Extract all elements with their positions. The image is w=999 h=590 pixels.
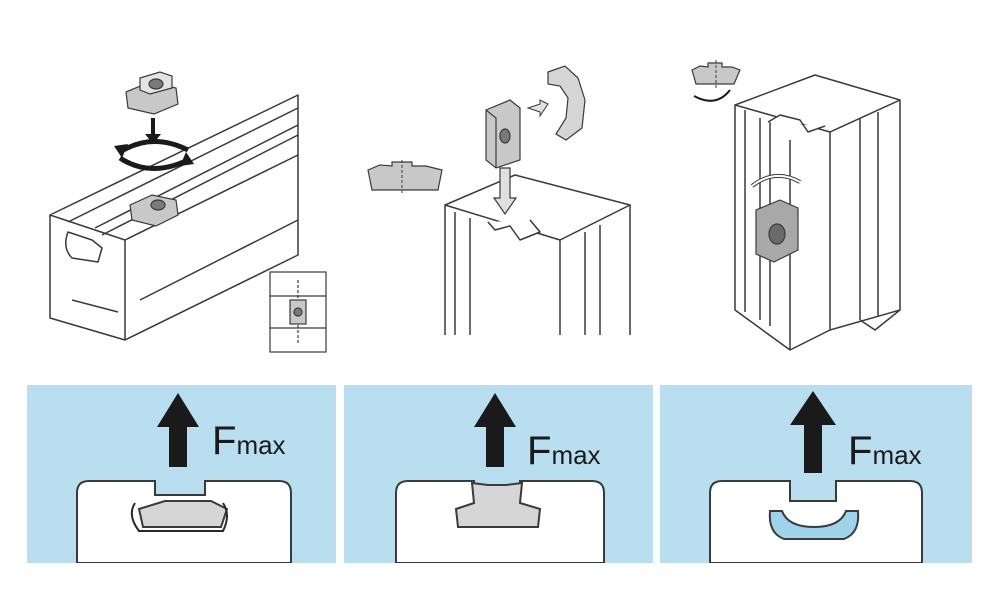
force-symbol: F [527,429,552,473]
force-panel-2: Fmax [344,385,653,563]
force-subscript: max [872,440,922,470]
installed-nut [755,199,799,263]
force-arrow-icon [790,391,836,473]
t-nut-cross-section [454,481,542,528]
fmax-label: Fmax [848,429,922,474]
force-panel-3: Fmax [660,385,972,563]
t-nut-cross-section [768,510,860,540]
fmax-label: Fmax [212,419,286,464]
force-arrow-icon [474,393,516,467]
left-arrow-icon [526,99,549,118]
t-nut-cross-section [137,500,229,528]
rail-with-nut-figure [49,71,327,353]
nut-above [125,71,179,115]
fmax-label: Fmax [527,429,601,474]
down-arrow-icon [492,167,518,216]
column-installed-figure [691,60,901,351]
nut-profile [691,62,741,85]
force-subscript: max [551,440,601,470]
force-symbol: F [212,419,237,463]
nut-in-slot [129,194,179,227]
square-nut [485,99,521,169]
spring-wire [693,89,731,102]
force-subscript: max [236,430,286,460]
rotation-arrow-icon [114,139,194,171]
spring-clip [547,65,586,141]
force-symbol: F [848,429,873,473]
inset-detail [269,271,327,353]
profile-cross-section [709,480,923,563]
nut-profile [367,161,443,191]
force-panel-1: Fmax [27,385,336,563]
column-insert-figure [367,65,631,335]
force-arrow-icon [157,393,199,467]
